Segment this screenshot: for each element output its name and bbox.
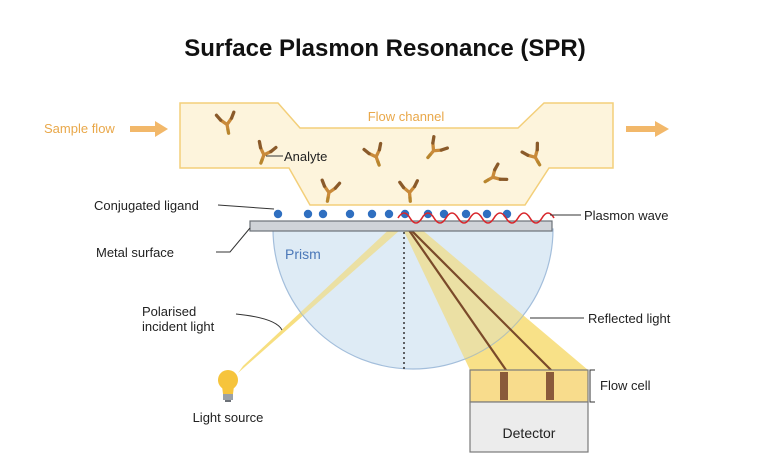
polarised-label-line2: incident light [142,319,215,334]
reflected-light-label: Reflected light [588,311,671,326]
inflow-arrow-icon [130,121,168,137]
prism-label: Prism [285,246,321,262]
metal-surface-label: Metal surface [96,245,174,260]
outflow-arrow-icon [626,121,669,137]
plasmon-wave [397,212,555,224]
polarised-label-line1: Polarised [142,304,196,319]
light-source-label: Light source [193,410,264,425]
ligand-dots [273,209,512,219]
flow-cell-label: Flow cell [600,378,651,393]
flow-cell [469,369,589,403]
light-bulb-icon [218,370,238,402]
plasmon-wave-label: Plasmon wave [584,208,669,223]
conjugated-ligand-label: Conjugated ligand [94,198,199,213]
sample-flow-label: Sample flow [44,121,115,136]
page-title: Surface Plasmon Resonance (SPR) [184,35,585,62]
detector-box [469,401,589,453]
metal-surface [249,220,553,232]
analyte-label: Analyte [284,149,327,164]
detector-label: Detector [503,425,556,441]
flow-channel-label: Flow channel [368,109,445,124]
reflected-rays [403,222,552,371]
